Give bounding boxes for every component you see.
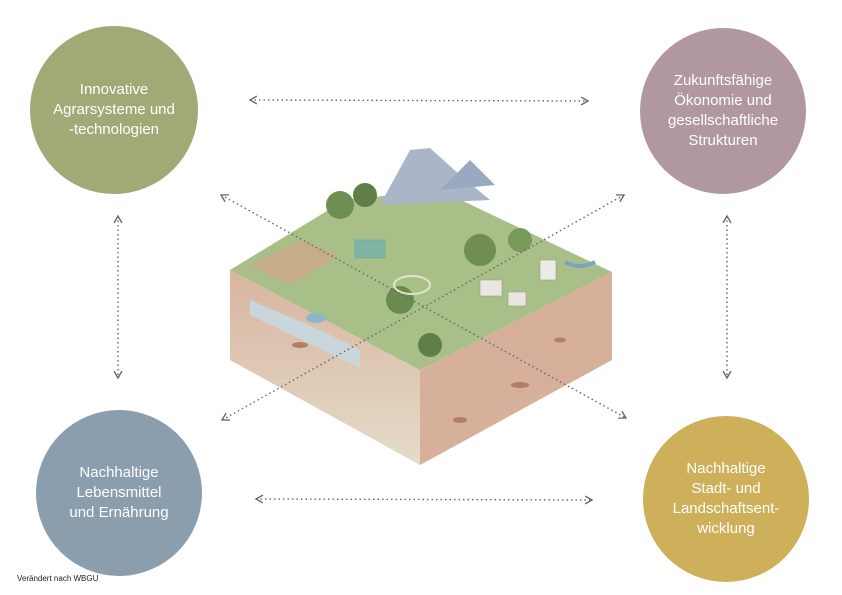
arrow-top [248,95,590,106]
node-label: Nachhaltige Stadt- und Landschaftsent- w… [672,460,780,537]
mountain [380,148,490,205]
node-label: Nachhaltige Lebensmittel und Ernährung [69,464,169,521]
node-nachhaltige-lebensmittel: Nachhaltige Lebensmittel und Ernährung [36,410,202,576]
node-zukunftsfaehige-oekonomie: Zukunftsfähige Ökonomie und gesellschaft… [640,28,806,194]
landscape-block-illustration [230,148,612,465]
mountain-2 [440,160,495,190]
arrow-diagonal-tr-bl [220,194,626,421]
source-credit: Verändert nach WBGU [17,574,99,583]
node-label: Zukunftsfähige Ökonomie und gesellschaft… [667,72,779,149]
arrow-bottom [254,494,594,505]
node-label: Innovative Agrarsysteme und -technologie… [53,81,175,138]
node-nachhaltige-stadtentwicklung: Nachhaltige Stadt- und Landschaftsent- w… [643,416,809,582]
node-innovative-agrarsysteme: Innovative Agrarsysteme und -technologie… [30,26,198,194]
